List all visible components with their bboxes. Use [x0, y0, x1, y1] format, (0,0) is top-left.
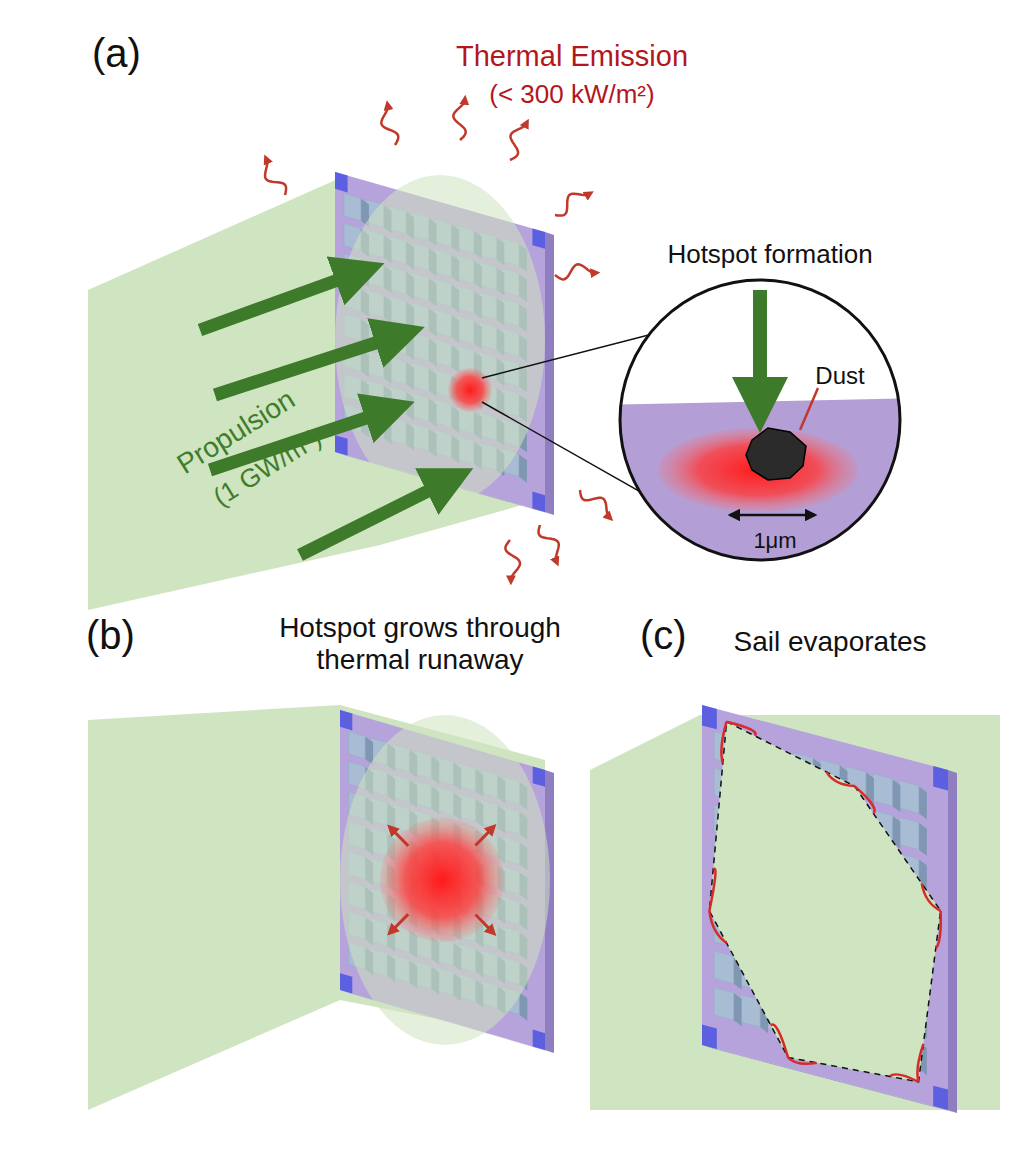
pillar-side	[734, 993, 742, 1026]
melt-edge	[936, 911, 941, 949]
melt-edge	[922, 883, 941, 910]
sail-edge	[948, 770, 957, 1113]
corner-block	[340, 710, 352, 730]
propulsion-arrow	[300, 480, 450, 555]
thermal-emission-arrow	[265, 159, 286, 195]
corner-block	[533, 1030, 545, 1050]
corner-block	[933, 766, 948, 790]
thermal-emission-arrow	[555, 264, 595, 279]
dust-leader	[800, 388, 818, 430]
panel-letter: (c)	[640, 612, 687, 658]
emission-title: Thermal Emission	[456, 40, 688, 73]
melt-edge	[917, 1044, 923, 1082]
emission-value: (< 300 kW/m²)	[489, 80, 654, 110]
thermal-emission-arrow	[453, 100, 465, 140]
propulsion-arrow	[215, 335, 400, 395]
pillar-face	[349, 732, 366, 759]
panel-b	[88, 705, 554, 1110]
melt-edge	[788, 1058, 817, 1064]
growth-arrow	[475, 914, 492, 931]
corner-block	[533, 766, 545, 786]
pillar-side	[365, 736, 373, 765]
hotspot	[448, 368, 492, 412]
corner-block	[933, 1086, 948, 1110]
thermal-emission-arrow	[555, 194, 590, 216]
melt-edge	[855, 786, 875, 813]
thermal-emission-arrow	[505, 540, 520, 580]
panel-a	[88, 100, 610, 610]
corner-block	[702, 1025, 717, 1049]
melt-edge	[709, 911, 726, 943]
melt-edge	[890, 1074, 919, 1081]
pillar-face	[899, 781, 919, 814]
melt-edge	[709, 869, 715, 911]
inset-title: Hotspot formation	[667, 240, 872, 270]
melt-edge	[771, 1024, 788, 1057]
zoom-inset	[482, 280, 920, 600]
sail-cross-section	[600, 398, 920, 600]
pillar-face	[899, 817, 919, 850]
zoom-border	[620, 280, 900, 560]
pillar-face	[873, 774, 893, 807]
panel-letter: (b)	[86, 612, 135, 658]
thermal-emission-arrow	[381, 105, 398, 145]
pillar-side	[919, 822, 927, 855]
size-arrow	[730, 514, 815, 517]
corner-block	[335, 172, 348, 192]
pillar-side	[892, 779, 900, 812]
panel-c	[590, 705, 1000, 1113]
propulsion-arrow	[200, 272, 360, 330]
panel-letter: (a)	[92, 30, 141, 76]
dust-particle	[746, 428, 806, 480]
pillar-side	[919, 786, 927, 819]
growth-arrow	[391, 829, 408, 846]
growth-arrow	[391, 914, 408, 931]
dust-label: Dust	[815, 362, 864, 390]
evaporated-outline	[709, 722, 940, 1082]
corner-block	[335, 435, 348, 455]
hotspot	[658, 428, 858, 512]
sail-edge	[545, 232, 554, 515]
corner-block	[702, 705, 717, 729]
corner-block	[532, 492, 545, 512]
melt-edge	[727, 722, 756, 736]
evaporated-region	[709, 722, 940, 1082]
melt-edge	[721, 722, 726, 764]
beam-spot	[340, 715, 550, 1045]
thermal-emission-arrow	[580, 490, 610, 518]
thermal-emission-arrow	[539, 525, 559, 562]
panel-caption: Hotspot grows through thermal runaway	[255, 612, 585, 676]
hotspot	[380, 818, 504, 942]
size-label: 1μm	[753, 528, 796, 553]
pillar-face	[714, 988, 734, 1021]
beam-arrow	[753, 290, 767, 405]
pillar-face	[344, 194, 361, 221]
growth-arrow	[475, 828, 492, 845]
corner-block	[532, 228, 545, 248]
sail-plate	[702, 705, 948, 1110]
thermal-emission-arrow	[510, 123, 527, 160]
pillar-side	[519, 992, 527, 1021]
corner-block	[340, 973, 352, 993]
melt-edge	[826, 772, 854, 786]
panel-caption: Sail evaporates	[733, 626, 926, 658]
pillar-side	[519, 454, 527, 483]
pillar-face	[714, 951, 734, 984]
